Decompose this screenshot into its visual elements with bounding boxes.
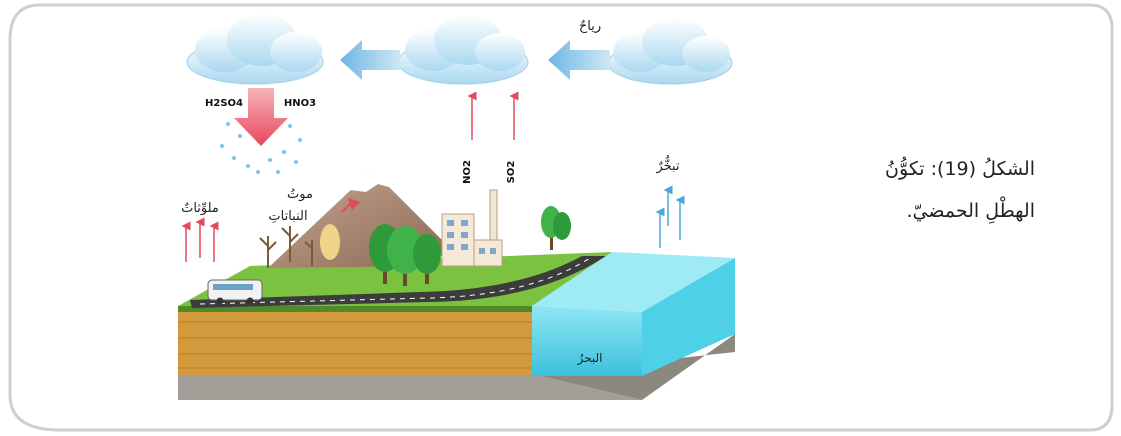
label-winds: رياحٌ <box>579 19 601 34</box>
label-h2so4: H2SO4 <box>205 98 243 109</box>
rain-drops <box>220 122 302 174</box>
label-pollutants: ملوِّثاتٌ <box>181 201 219 216</box>
road <box>190 256 606 308</box>
cloud-right <box>607 18 733 85</box>
label-evaporation: تبخُّرٌ <box>655 154 679 174</box>
mountain-snow <box>350 170 392 192</box>
soil-strata <box>178 321 532 369</box>
label-plant-death-2: النباتاتِ <box>268 209 307 224</box>
label-hno3: HNO3 <box>284 98 316 109</box>
bus <box>207 279 263 305</box>
cloud-left <box>186 14 324 85</box>
caption-line-1: الشكلُ (19): تكوُّنُ <box>885 158 1035 180</box>
frame-border <box>8 3 1114 432</box>
trees <box>369 206 571 286</box>
grass-edge <box>178 306 532 312</box>
label-no2: NO2 <box>462 160 473 184</box>
sea-side <box>642 258 735 376</box>
factory <box>441 189 503 267</box>
dying-tree <box>320 224 340 260</box>
caption-line-2: الهطْلِ الحمضيّ. <box>906 200 1035 222</box>
figure-caption: الشكلُ (19): تكوُّنُ الهطْلِ الحمضيّ. <box>795 148 1035 232</box>
dead-trees <box>259 226 313 268</box>
acid-rain-arrow <box>234 88 288 146</box>
sea-front <box>532 306 642 376</box>
label-so2: SO2 <box>506 161 517 184</box>
soil-layer <box>178 306 532 376</box>
cloud-middle <box>397 15 529 85</box>
wind-arrow-right <box>548 40 610 80</box>
label-sea: البحرُ <box>577 351 603 366</box>
pollutant-arrows <box>181 217 219 262</box>
label-plant-death-1: موتُ <box>287 187 313 202</box>
wind-arrow-left <box>340 40 400 80</box>
sea-top <box>532 252 735 312</box>
ground-base <box>178 374 642 400</box>
